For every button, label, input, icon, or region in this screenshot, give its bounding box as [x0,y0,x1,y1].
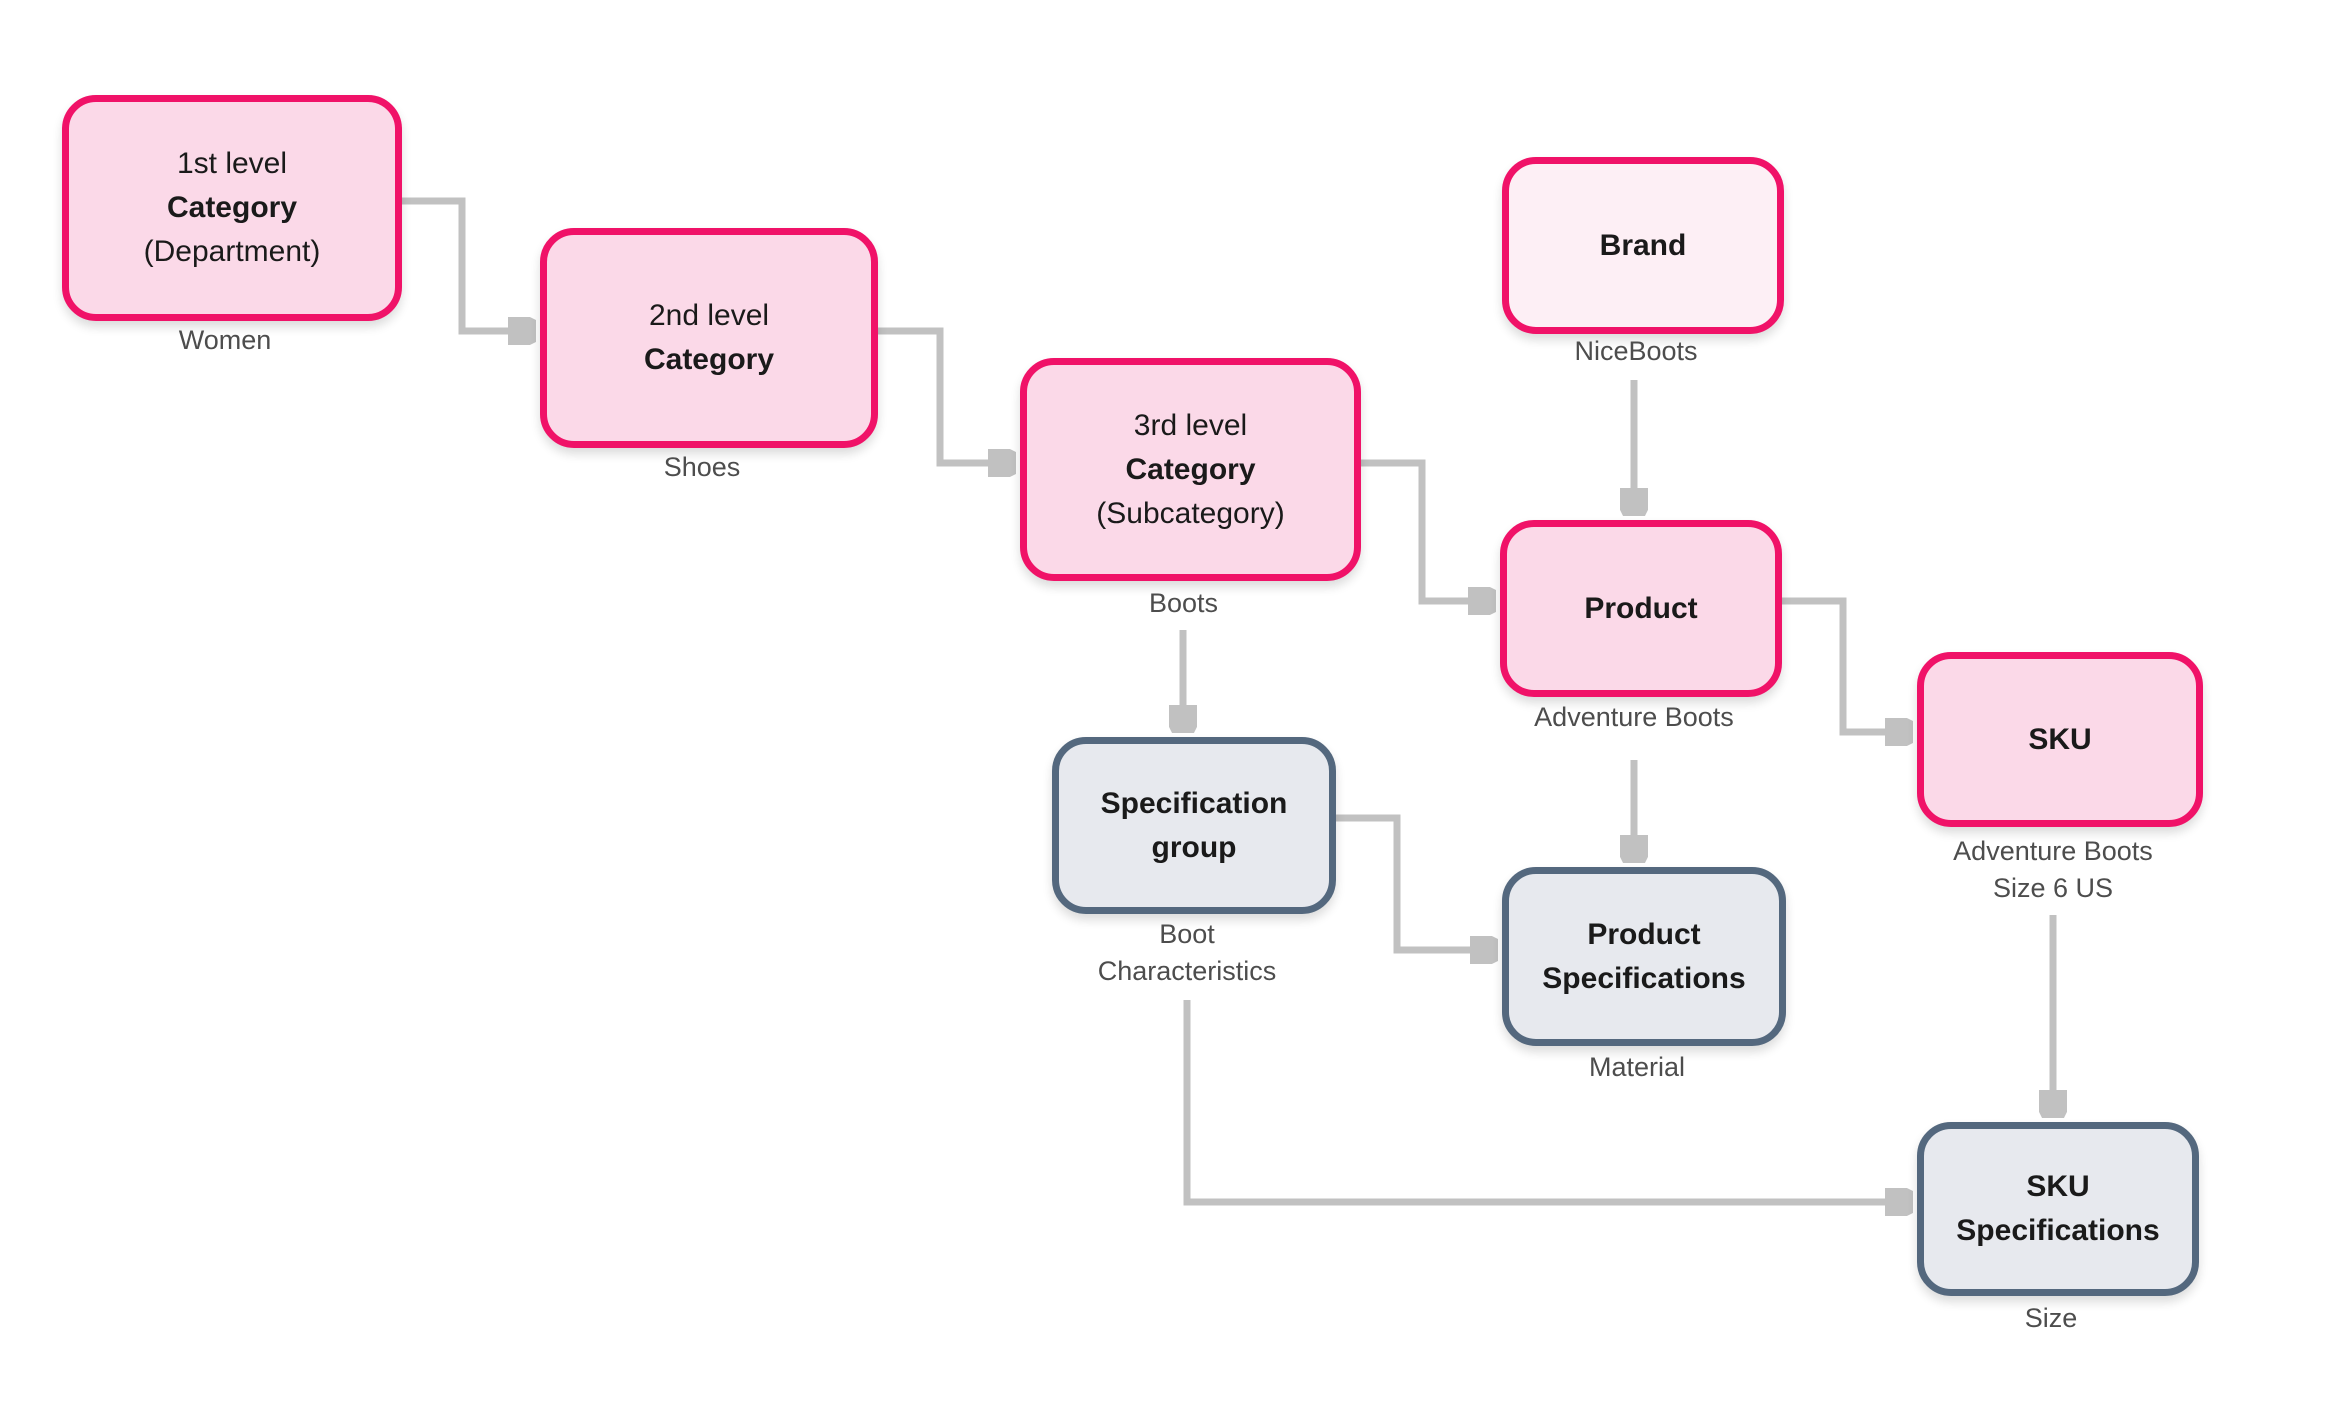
node-product-specifications-line2: Specifications [1542,961,1746,995]
caption-sku-specifications: Size [2024,1303,2078,1333]
caption-product: Adventure Boots [1534,702,1734,732]
node-product-specifications-line1: Product [1587,917,1701,951]
edge-cat3-to-product [1347,459,1468,601]
edge-specgroup-to-skuspec [1183,1000,1885,1202]
node-product: Product [1500,520,1782,697]
node-specification-group-line1: Specification [1100,786,1288,820]
node-sku-specifications-line1: SKU [2026,1170,2090,1203]
node-sku-title: SKU [2028,722,2092,756]
edge-product-to-sku [1768,597,1885,732]
node-category-level-2-line2: Category [643,343,775,376]
node-category-level-2-line1: 2nd level [648,299,770,332]
node-sku: SKU [1917,652,2203,827]
node-category-level-1-line1: 1st level [176,147,288,180]
node-product-specifications: Product Specifications [1502,867,1786,1046]
caption-specification-group-line1: Boot [1159,919,1215,949]
node-brand-title: Brand [1599,228,1687,262]
node-category-level-3-line2: Category [1125,452,1256,486]
node-category-level-3-line3: (Subcategory) [1096,496,1285,530]
edge-cat2-to-cat3 [864,327,988,463]
node-specification-group-line2: group [1151,830,1237,864]
node-category-level-1-line2: Category [166,191,298,224]
node-category-level-3-line1: 3rd level [1133,408,1248,442]
caption-specification-group: Boot Characteristics [1052,916,1322,990]
caption-sku: Adventure Boots Size 6 US [1867,833,2239,907]
caption-specification-group-line2: Characteristics [1097,956,1277,986]
caption-sku-line2: Size 6 US [1992,873,2114,903]
node-brand: Brand [1502,157,1784,334]
edge-specgroup-to-productspec [1322,814,1470,950]
node-category-level-1-line3: (Department) [143,235,321,268]
caption-category-level-2: Shoes [663,452,741,482]
node-category-level-1: 1st level Category (Department) [62,95,402,321]
edge-cat1-to-cat2 [388,197,508,331]
node-category-level-2: 2nd level Category [540,228,878,448]
caption-category-level-3: Boots [1148,588,1219,618]
node-sku-specifications-line2: Specifications [1956,1214,2160,1247]
node-sku-specifications: SKU Specifications [1917,1122,2199,1296]
node-product-title: Product [1584,591,1698,625]
node-specification-group: Specification group [1052,737,1336,914]
caption-sku-line1: Adventure Boots [1953,836,2153,866]
node-category-level-3: 3rd level Category (Subcategory) [1020,358,1361,581]
caption-product-specifications: Material [1588,1052,1686,1082]
caption-category-level-1: Women [178,325,272,355]
caption-brand: NiceBoots [1574,336,1698,366]
